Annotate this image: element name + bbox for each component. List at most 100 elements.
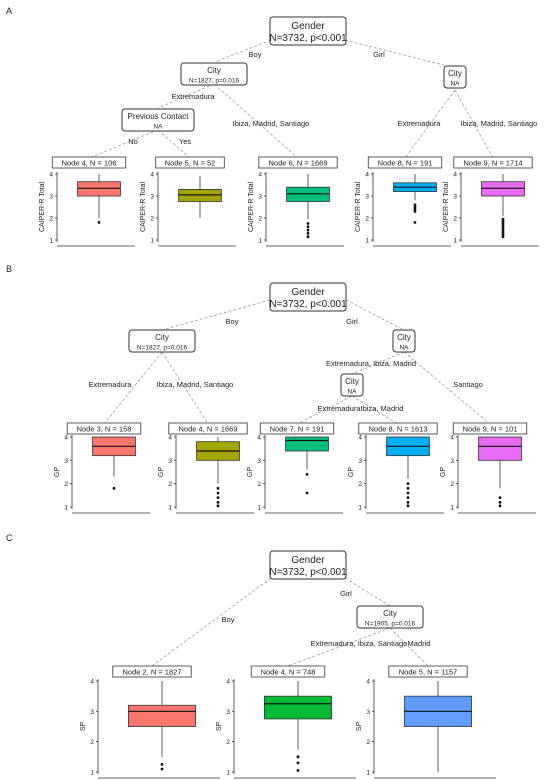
panel-c-leaf-1-ytick-label: 1: [90, 770, 94, 777]
panel-b-city-node-girl-title: City: [397, 333, 411, 342]
panel-c-root-node-frame: [269, 550, 347, 580]
panel-b-edge-label: Ibiza, Madrid: [361, 404, 404, 413]
panel-b-leaf-5-box: [478, 436, 522, 461]
panel-c-leaf-3-label-frame: [388, 665, 468, 678]
panel-c-leaf-2-label: Node 4, N = 748: [261, 668, 316, 677]
panel-c-edge: [344, 577, 391, 607]
panel-b-leaf-5-outlier: [498, 496, 502, 500]
panel-b-edge: [345, 299, 405, 331]
panel-a-leaf-5-ytick-label: 3: [453, 194, 457, 201]
panel-b-leaf-5-outlier: [498, 500, 502, 504]
panel-b-leaf-2-ylabel: GP: [158, 467, 165, 477]
panel-a-leaf-4-outlier: [413, 221, 417, 224]
panel-a-leaf-3-outlier: [306, 232, 310, 235]
panel-b-edge-label: Extremadura: [318, 404, 362, 413]
panel-b-leaf-2-ytick-label: 2: [168, 481, 172, 488]
panel-a-city-node-girl-stats: NA: [450, 81, 460, 88]
panel-b-edge-label: Extremadura: [89, 380, 133, 389]
panel-b-leaf-1-ylabel: GP: [54, 467, 61, 477]
panel-b-leaf-4-ytick-label: 1: [358, 505, 362, 512]
panel-a-edge-label: Ibiza, Madrid, Santiago: [461, 119, 538, 128]
panel-b-leaf-2-ytick-label: 3: [168, 458, 172, 465]
panel-b-leaf-1-outlier: [112, 486, 116, 490]
panel-a-letter: A: [6, 6, 12, 16]
panel-b-leaf-2-outlier: [216, 500, 220, 504]
panel-c-city-node-frame: [356, 605, 424, 629]
panel-c-leaf-1-outlier: [160, 767, 164, 771]
panel-a-leaf-2-label-frame: [155, 156, 225, 169]
panel-c-leaf-1-ylabel: SP: [80, 722, 87, 732]
panel-b-leaf-4-ylabel: GP: [348, 467, 355, 477]
panel-b-root-node-frame: [269, 282, 347, 312]
panel-a-leaf-4-outlier: [413, 207, 417, 211]
panel-b-leaf-2-outlier: [216, 486, 220, 490]
panel-b-leaf-2-label-frame: [168, 422, 248, 435]
panel-c-leaf-1-box: [128, 704, 196, 727]
panel-b-leaf-3-ytick-label: 1: [257, 505, 261, 512]
panel-a-leaf-5-outlier: [501, 219, 505, 223]
panel-a-leaf-3-outlier: [306, 225, 310, 229]
panel-a-previous-contact-node-title: Previous Contact: [128, 112, 190, 121]
panel-b-edge: [403, 351, 491, 425]
panel-c-leaf-2-ylabel: SP: [216, 722, 223, 732]
panel-b-leaf-3-label-frame: [259, 422, 335, 435]
panel-a-edge: [454, 89, 494, 159]
panel-c-leaf-2-outlier: [296, 761, 300, 765]
panel-a-leaf-4-ytick-label: 3: [365, 194, 369, 201]
panel-b-leaf-1-ytick-label: 3: [64, 458, 68, 465]
panel-a-leaf-4-ytick-label: 1: [365, 238, 369, 245]
panel-b-leaf-5-ytick-label: 3: [450, 458, 454, 465]
panel-a-leaf-4-outlier: [413, 205, 417, 209]
panel-c-leaf-3-ytick-label: 4: [366, 679, 370, 686]
panel-c-leaf-2-outlier: [296, 755, 300, 759]
panel-a-leaf-2-ytick-label: 3: [150, 194, 154, 201]
panel-a-edge-label: Extremadura: [172, 92, 216, 101]
panel-a-leaf-5-ytick-label: 2: [453, 216, 457, 223]
panel-b-city-node-sub-stats: NA: [347, 389, 357, 396]
panel-a-leaf-1-label: Node 4, N = 106: [62, 159, 117, 168]
panel-a-city-node-girl-frame: [443, 65, 467, 89]
panel-a-edge-label: Yes: [179, 137, 191, 146]
panel-a-leaf-3-ylabel: CAIPER-R Total: [248, 182, 255, 232]
panel-a-edge: [88, 129, 159, 159]
panel-c-leaf-2-ytick-label: 4: [226, 679, 230, 686]
panel-a-leaf-3-ytick-label: 4: [258, 172, 262, 179]
panel-b-leaf-1-ytick-label: 4: [64, 435, 68, 442]
panel-b-letter: B: [6, 264, 12, 274]
panel-b-leaf-4-label-frame: [358, 422, 438, 435]
panel-c-letter: C: [6, 533, 13, 543]
panel-c-leaf-3-label: Node 5, N = 1157: [399, 668, 457, 677]
panel-b-edge-label: Santiago: [453, 380, 483, 389]
panel-c-leaf-2-outlier: [296, 769, 300, 772]
panel-c-edge: [287, 627, 391, 667]
panel-a-edge: [213, 83, 299, 159]
panel-a-leaf-3-label: Node 6, N = 1669: [268, 159, 327, 168]
panel-b-leaf-5-label: Node 9, N = 101: [463, 425, 518, 434]
panel-a-leaf-3-outlier: [306, 235, 310, 239]
panel-b-leaf-2-outlier: [216, 504, 220, 508]
panel-b-edge-label: Ibiza, Madrid, Santiago: [157, 380, 234, 389]
panel-a-leaf-3-outlier: [306, 228, 310, 232]
panel-c-leaf-2-ytick-label: 3: [226, 709, 230, 716]
panel-b-leaf-5-ytick-label: 1: [450, 505, 454, 512]
panel-b-leaf-1-label: Node 3, N = 158: [77, 425, 132, 434]
panel-b-leaf-5-outlier: [498, 504, 502, 508]
panel-c-leaf-1-label: Node 2, N = 1827: [122, 668, 181, 677]
panel-a-leaf-5-label-frame: [453, 156, 533, 169]
panel-c-edge-label-girl: Girl: [340, 589, 352, 598]
panel-b-city-node-sub-title: City: [345, 377, 359, 386]
panel-a-edge-label: No: [128, 137, 138, 146]
panel-a-previous-contact-node-frame: [121, 108, 195, 132]
panel-c-edge-label: Extremadura, Ibiza, Santiago: [311, 639, 408, 648]
panel-c-edge-label-boy: Boy: [222, 615, 235, 624]
panel-b-leaf-2-outlier: [216, 496, 220, 500]
panel-b-leaf-2-label: Node 4, N = 1669: [178, 425, 237, 434]
